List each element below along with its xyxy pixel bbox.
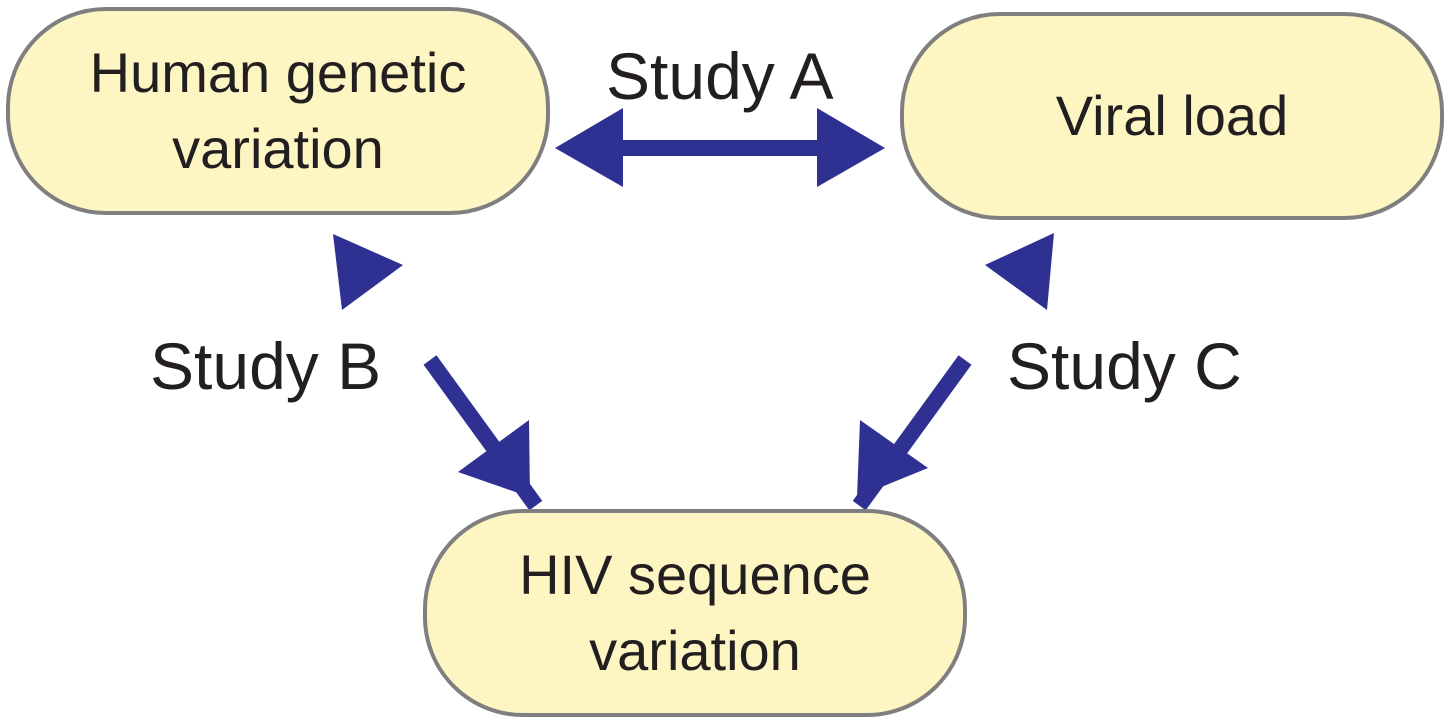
arrow-study-b: [333, 234, 543, 511]
arrow-study-a: [555, 108, 885, 187]
node-label: variation: [589, 619, 801, 682]
node-viral-load: Viral load: [900, 12, 1444, 220]
node-label: Viral load: [1055, 84, 1289, 147]
label-study-a: Study A: [606, 39, 834, 113]
node-label: HIV sequence: [519, 543, 871, 606]
node-label: variation: [172, 117, 384, 180]
arrow-study-c: [852, 233, 1054, 511]
label-study-b: Study B: [150, 329, 382, 403]
label-study-c: Study C: [1007, 329, 1242, 403]
node-label: Human genetic: [89, 41, 467, 104]
node-hiv-sequence-variation: HIV sequence variation: [423, 509, 967, 717]
node-human-genetic-variation: Human genetic variation: [6, 7, 550, 215]
